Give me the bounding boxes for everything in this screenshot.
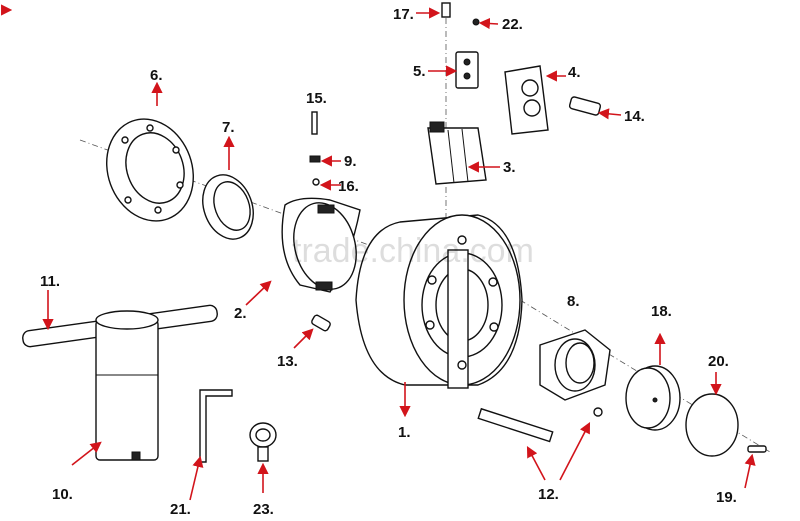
label-part-6: 6. <box>150 67 163 84</box>
label-part-20: 20. <box>708 353 729 370</box>
part-21-hex-key <box>199 389 233 463</box>
part-labels: 1. 2. 3. 4. 5. 6. 7. 8. 9. 10. 11. 12. 1… <box>40 6 737 518</box>
part-9-spring <box>309 155 321 163</box>
part-23-eye-bolt <box>249 422 277 462</box>
label-part-23: 23. <box>253 501 274 518</box>
part-20-o-ring <box>685 393 739 457</box>
label-part-11: 11. <box>40 273 60 290</box>
part-6-flange-ring <box>106 118 194 222</box>
part-17-grease-fitting <box>441 2 451 18</box>
part-16-ball <box>312 178 320 186</box>
part-3-slide-block <box>427 121 487 185</box>
part-12-screw <box>593 407 603 417</box>
part-13-fitting <box>311 314 331 332</box>
label-part-18: 18. <box>651 303 672 320</box>
part-12-bolt <box>477 407 554 443</box>
part-4-guide-block <box>504 65 549 135</box>
label-part-8: 8. <box>567 293 580 310</box>
part-18-piston <box>625 365 681 431</box>
label-part-16: 16. <box>338 178 359 195</box>
part-1-main-body <box>355 214 523 389</box>
label-part-10: 10. <box>52 486 73 503</box>
label-part-4: 4. <box>568 64 581 81</box>
part-22-small-screw <box>472 18 480 26</box>
label-part-2: 2. <box>234 305 247 322</box>
label-part-21: 21. <box>170 501 191 518</box>
part-5-small-block <box>455 51 479 89</box>
part-8-flange-plate <box>539 329 611 401</box>
watermark: trade.china.com <box>292 232 534 270</box>
label-part-22: 22. <box>502 16 523 33</box>
label-part-1: 1. <box>398 424 411 441</box>
part-14-screw <box>568 96 602 116</box>
part-19-screw <box>747 445 767 453</box>
leader-arrows <box>42 7 756 501</box>
label-part-5: 5. <box>413 63 426 80</box>
label-part-14: 14. <box>624 108 645 125</box>
label-part-12: 12. <box>538 486 559 503</box>
label-part-19: 19. <box>716 489 737 506</box>
label-part-3: 3. <box>503 159 516 176</box>
label-part-17: 17. <box>393 6 414 23</box>
part-10-sleeve <box>95 310 159 461</box>
label-part-7: 7. <box>222 119 235 136</box>
label-part-15: 15. <box>306 90 327 107</box>
label-part-9: 9. <box>344 153 357 170</box>
part-7-split-ring <box>202 174 254 240</box>
part-2-die-housing <box>281 197 361 293</box>
label-part-13: 13. <box>277 353 298 370</box>
part-15-pin <box>311 111 318 135</box>
